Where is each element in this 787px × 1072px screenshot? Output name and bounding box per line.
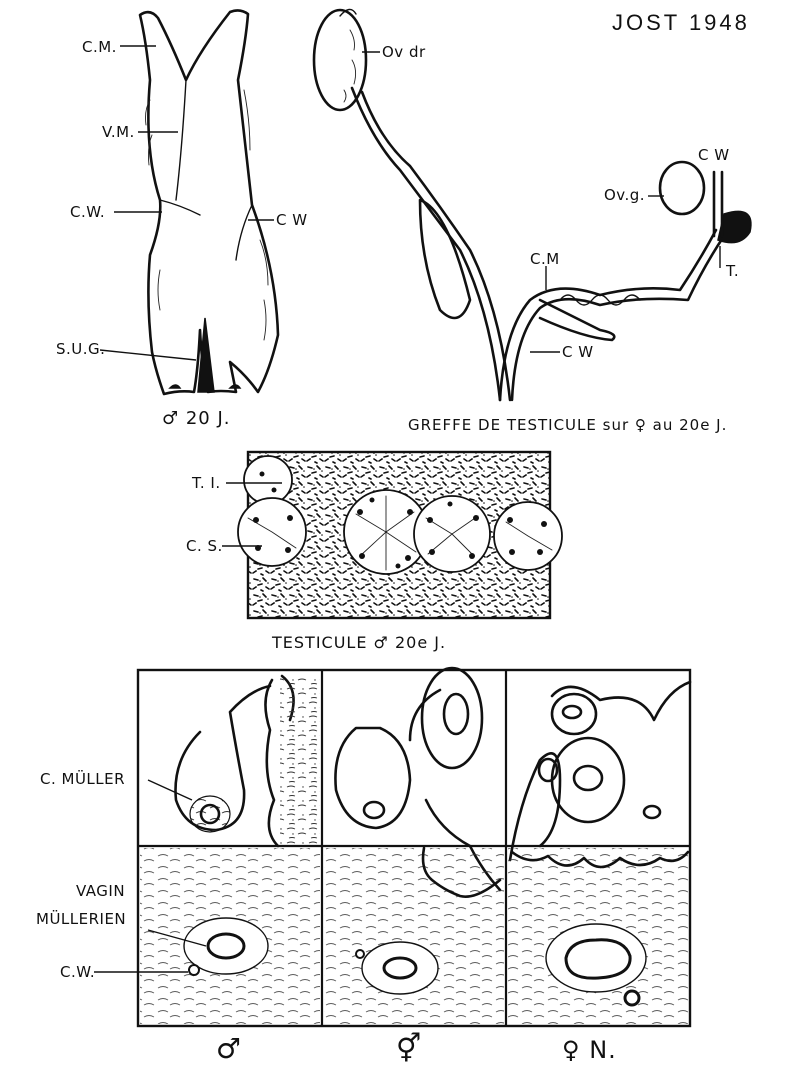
- male-tract-outline: [140, 10, 278, 394]
- cell-female-muller: [510, 682, 690, 860]
- label-testicule-greffe: T.: [725, 262, 739, 280]
- caption-column-female-normal: ♀ N.: [562, 1036, 617, 1064]
- cell-intersex-vagin: [324, 848, 504, 1024]
- wolffian-duct-graft: [714, 172, 722, 236]
- caption-male-20j: ♂ 20 J.: [162, 408, 231, 429]
- caption-column-male: ♂: [216, 1032, 242, 1065]
- male-tract-figure: C.M. V.M. C.W. C W S.U.G. ♂ 20 J.: [56, 10, 308, 429]
- caption-column-intersex: ⚥: [396, 1032, 422, 1065]
- label-tissu-interstitiel: T. I.: [191, 474, 221, 492]
- cell-female-vagin: [508, 848, 688, 1024]
- label-canal-wolff-right: C W: [276, 211, 308, 229]
- testis-section-figure: T. I. C. S. TESTICULE ♂ 20e J.: [186, 452, 562, 652]
- label-vagin: VAGIN: [76, 882, 125, 900]
- label-ovaire-gauche: Ov.g.: [604, 186, 645, 204]
- right-ovary: [314, 10, 366, 110]
- label-canal-wolff-bottom: C W: [562, 343, 594, 361]
- label-ovaire-droit: Ov dr: [382, 43, 426, 61]
- right-oviduct: [352, 88, 510, 400]
- vessel-section: [422, 668, 482, 768]
- label-vagin-mullerien: V.M.: [102, 123, 135, 141]
- label-canal-wolff-left: C.W.: [70, 203, 105, 221]
- caption-greffe-testicule: GREFFE DE TESTICULE sur ♀ au 20e J.: [408, 416, 727, 434]
- left-ovary: [660, 162, 704, 214]
- label-canal-wolff-grid: C.W.: [60, 963, 95, 981]
- label-canal-wolff-top: C W: [698, 146, 730, 164]
- label-mullerien: MÜLLERIEN: [36, 909, 126, 928]
- cell-male-muller: [176, 676, 321, 846]
- label-cordons-seminiferes: C. S.: [186, 537, 223, 555]
- label-sinus-urogenital: S.U.G.: [56, 340, 105, 358]
- graft-figure: Ov dr Ov.g. C W T. C.M C W GREFFE DE TES…: [314, 9, 751, 434]
- label-canal-muller: C.M.: [82, 38, 117, 56]
- plate-author-year: JOST 1948: [612, 10, 750, 35]
- caption-testicule-20j: TESTICULE ♂ 20e J.: [271, 633, 446, 652]
- label-canal-muller-grid: C. MÜLLER: [40, 769, 125, 788]
- cell-male-vagin: [140, 848, 320, 1024]
- label-canal-muller-graft: C.M: [530, 250, 560, 268]
- sections-grid-figure: C. MÜLLER VAGIN MÜLLERIEN C.W. ♂ ⚥ ♀ N.: [36, 668, 690, 1065]
